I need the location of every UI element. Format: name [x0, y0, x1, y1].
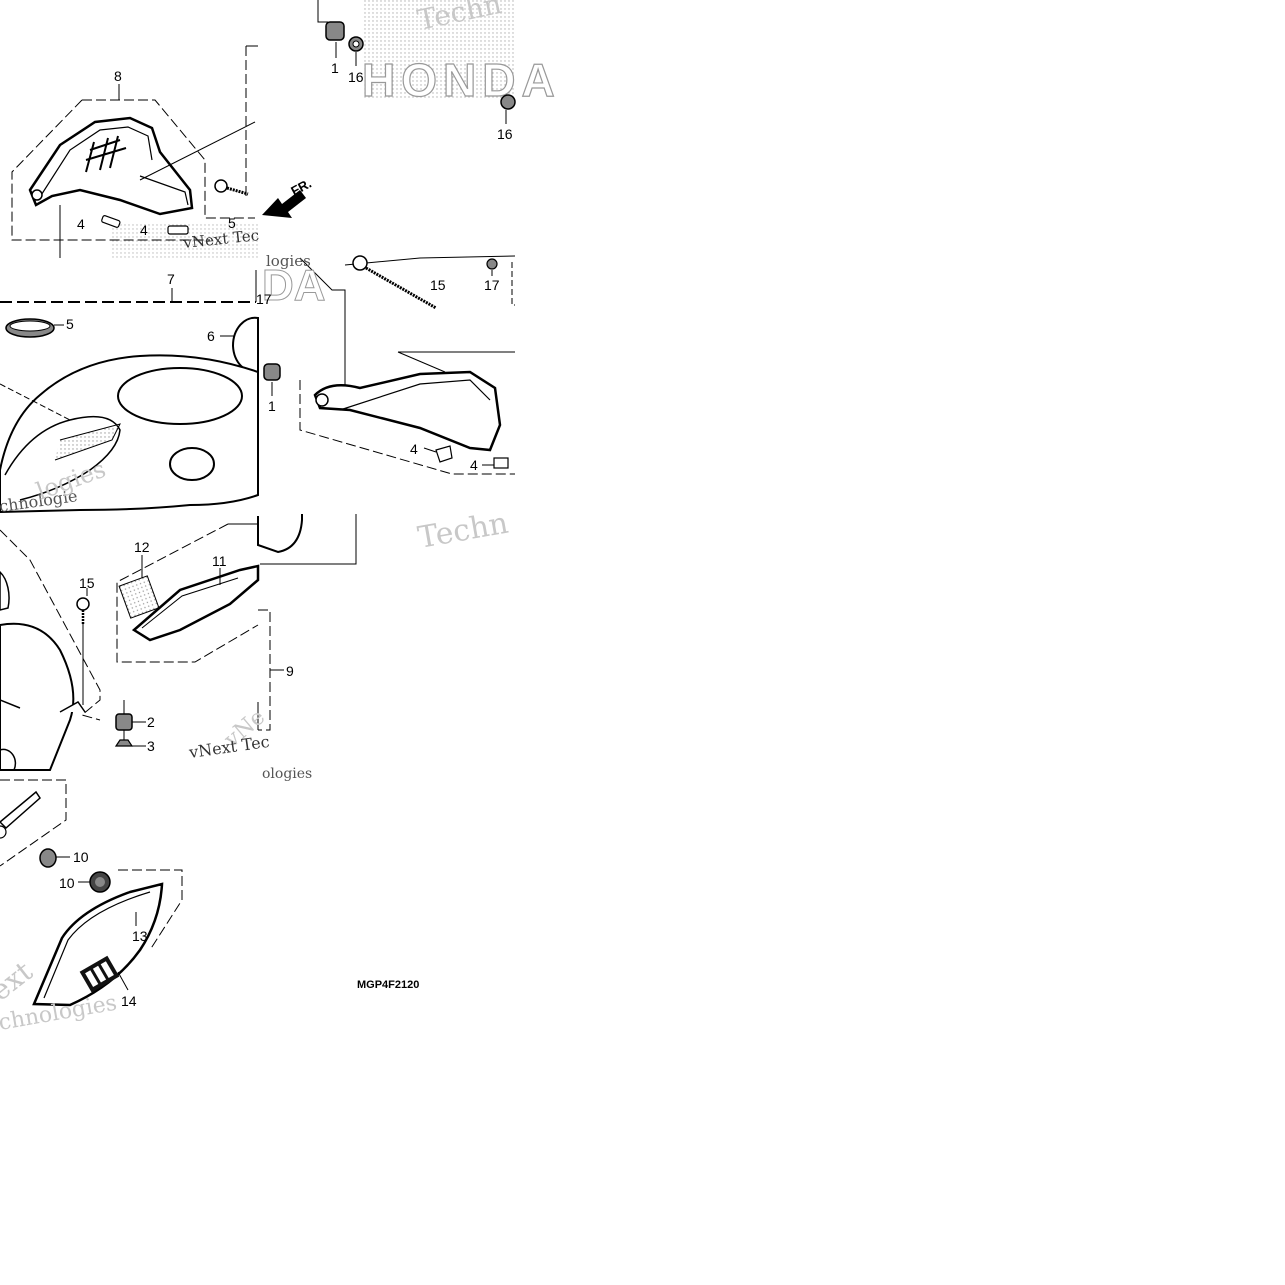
callout-5: 5	[66, 316, 74, 332]
tile-front-cover: FR.	[0, 45, 314, 514]
knee-pad-part-13	[32, 882, 164, 1007]
bolt-part-5	[214, 179, 228, 193]
grommet-part-2	[115, 713, 133, 731]
decal-part-12	[118, 575, 160, 619]
callout-9: 9	[286, 663, 294, 679]
honda-brand-mark: HONDA	[362, 54, 561, 106]
callout-10: 10	[59, 875, 75, 891]
drawing-code: MGP4F2120	[357, 979, 419, 991]
halftone-background	[362, 0, 515, 98]
bolt-part-15	[76, 597, 90, 611]
front-direction-arrow: FR.	[262, 176, 314, 218]
grommet-part-1	[325, 21, 345, 41]
decal-part-11	[131, 564, 260, 642]
callout-6: 6	[207, 328, 215, 344]
tile-tank-side	[0, 514, 357, 771]
group-box-13	[118, 869, 183, 951]
group-box-8	[82, 99, 255, 219]
watermark-text: ext	[0, 954, 39, 1007]
callout-17: 17	[256, 291, 272, 307]
tile-side-fairing: DA	[262, 255, 516, 475]
clip-part-4	[493, 457, 509, 469]
fuel-tank-side	[0, 622, 75, 771]
callout-7: 7	[167, 271, 175, 287]
callout-14: 14	[121, 993, 137, 1009]
nut-part-17	[486, 258, 498, 270]
callout-4: 4	[140, 222, 148, 238]
clip-part-4	[167, 225, 189, 235]
watermark-text: Techn	[415, 506, 511, 556]
group-box-12	[116, 523, 259, 663]
svg-text:DA: DA	[262, 261, 326, 310]
grommet-part-16	[500, 94, 516, 110]
bolt-part-15	[352, 255, 368, 271]
grommet-part-1	[263, 363, 281, 381]
callout-4: 4	[410, 441, 418, 457]
callout-labels: 1 16 16 8 4 4 5 7 17 5 6 15 17 1 4 4 12 …	[59, 60, 513, 1009]
callout-17: 17	[484, 277, 500, 293]
callout-5: 5	[228, 215, 236, 231]
callout-3: 3	[147, 738, 155, 754]
callout-2: 2	[147, 714, 155, 730]
watermark-text: logies	[266, 252, 311, 270]
callout-15: 15	[430, 277, 446, 293]
tile-knee-pad	[0, 779, 183, 1007]
svg-text:FR.: FR.	[288, 176, 314, 199]
tile-emblem: HONDA	[317, 0, 561, 124]
clip-part-4	[101, 215, 121, 228]
callout-16: 16	[497, 126, 513, 142]
callout-10: 10	[73, 849, 89, 865]
callout-15: 15	[79, 575, 95, 591]
collar-part-3	[114, 739, 134, 747]
watermark-text: ologies	[262, 766, 312, 782]
callout-4: 4	[470, 457, 478, 473]
callout-11: 11	[212, 553, 227, 569]
side-fairing-part	[313, 370, 502, 452]
grommet-part-10	[39, 848, 57, 868]
fuel-cap-part-6	[231, 316, 259, 374]
clip-part-4	[435, 445, 453, 463]
callout-4: 4	[77, 216, 85, 232]
callout-13: 13	[132, 928, 148, 944]
hrc-emblem	[79, 955, 120, 993]
callout-1: 1	[331, 60, 339, 76]
watermark-text: vNext Tec	[187, 732, 271, 762]
callout-12: 12	[134, 539, 150, 555]
callout-1: 1	[268, 398, 276, 414]
callout-8: 8	[114, 68, 122, 84]
callout-16: 16	[348, 69, 364, 85]
